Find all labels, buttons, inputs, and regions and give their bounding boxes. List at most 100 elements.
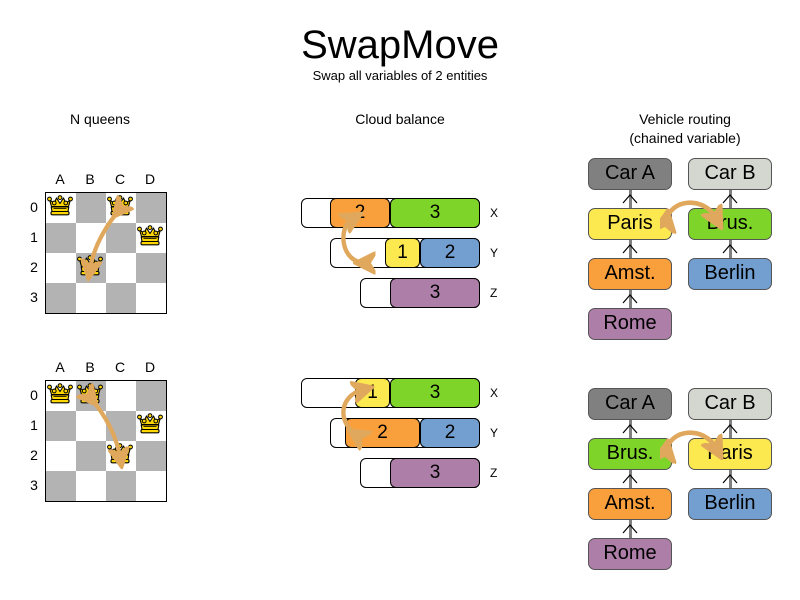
queen-B0[interactable] xyxy=(75,380,105,410)
file-label-C: C xyxy=(114,171,126,187)
vrp-chain-link xyxy=(628,190,632,208)
board-cell-B2[interactable] xyxy=(76,441,106,471)
rank-label-3: 3 xyxy=(30,289,38,305)
board-cell-A3[interactable] xyxy=(46,283,76,313)
process-segment-Z-0[interactable]: 3 xyxy=(390,278,480,308)
vrp-node-paris-right-after[interactable]: Paris xyxy=(688,438,772,470)
vrp-chain-link xyxy=(728,470,732,488)
board-cell-B3[interactable] xyxy=(76,283,106,313)
cloud-row-Z-after[interactable]: 3 xyxy=(360,458,480,488)
board-cell-D3[interactable] xyxy=(136,471,166,501)
queen-C0[interactable] xyxy=(105,192,135,222)
process-segment-Z-0[interactable]: 3 xyxy=(390,458,480,488)
vrp-chain-arrowhead xyxy=(722,191,738,204)
computer-label-Y: Y xyxy=(490,246,499,260)
process-segment-Y-1[interactable]: 2 xyxy=(420,418,480,448)
board-cell-D0[interactable] xyxy=(136,381,166,411)
computer-label-X: X xyxy=(490,386,499,400)
vrp-node-carb-right-before[interactable]: Car B xyxy=(688,158,772,190)
process-segment-Y-0[interactable]: 1 xyxy=(385,238,420,268)
board-cell-A3[interactable] xyxy=(46,471,76,501)
board-cell-A2[interactable] xyxy=(46,253,76,283)
queen-B2[interactable] xyxy=(75,252,105,282)
vrp-chain-link xyxy=(628,470,632,488)
queen-D1[interactable] xyxy=(135,410,165,440)
process-segment-X-0[interactable]: 1 xyxy=(355,378,390,408)
vrp-node-brus-left-after[interactable]: Brus. xyxy=(588,438,672,470)
process-segment-X-1[interactable]: 3 xyxy=(390,378,480,408)
vrp-node-amst-left-before[interactable]: Amst. xyxy=(588,258,672,290)
vrp-chain-arrowhead xyxy=(622,521,638,534)
vrp-chain-link xyxy=(628,240,632,258)
queen-A0[interactable] xyxy=(45,380,75,410)
process-segment-X-0[interactable]: 2 xyxy=(330,198,390,228)
vrp-chain-link xyxy=(728,240,732,258)
board-cell-B3[interactable] xyxy=(76,471,106,501)
vrp-chain-link xyxy=(628,420,632,438)
vrp-node-rome-left-before[interactable]: Rome xyxy=(588,308,672,340)
rank-label-0: 0 xyxy=(30,199,38,215)
board-cell-B0[interactable] xyxy=(76,193,106,223)
queen-A0[interactable] xyxy=(45,192,75,222)
board-cell-A1[interactable] xyxy=(46,223,76,253)
vrp-chain-link xyxy=(628,520,632,538)
vrp-node-rome-left-after[interactable]: Rome xyxy=(588,538,672,570)
board-cell-C1[interactable] xyxy=(106,223,136,253)
board-cell-C2[interactable] xyxy=(106,253,136,283)
vrp-node-carb-right-after[interactable]: Car B xyxy=(688,388,772,420)
rank-label-2: 2 xyxy=(30,447,38,463)
board-cell-B1[interactable] xyxy=(76,223,106,253)
process-segment-X-1[interactable]: 3 xyxy=(390,198,480,228)
board-cell-B1[interactable] xyxy=(76,411,106,441)
page-title: SwapMove xyxy=(301,23,499,67)
computer-label-X: X xyxy=(490,206,499,220)
vrp-heading-line2: (chained variable) xyxy=(629,130,741,146)
section-heading-vehicle-routing: Vehicle routing (chained variable) xyxy=(590,110,780,148)
section-heading-cloud-balance: Cloud balance xyxy=(355,111,445,127)
board-cell-A1[interactable] xyxy=(46,411,76,441)
vrp-node-berlin-right-before[interactable]: Berlin xyxy=(688,258,772,290)
vrp-chain-arrowhead xyxy=(622,421,638,434)
vrp-chain-arrowhead xyxy=(722,471,738,484)
vrp-node-brus-right-before[interactable]: Brus. xyxy=(688,208,772,240)
vrp-chain-link xyxy=(728,420,732,438)
board-cell-D2[interactable] xyxy=(136,253,166,283)
board-cell-C3[interactable] xyxy=(106,471,136,501)
board-cell-C1[interactable] xyxy=(106,411,136,441)
file-label-A: A xyxy=(55,171,65,187)
rank-label-2: 2 xyxy=(30,259,38,275)
board-cell-D2[interactable] xyxy=(136,441,166,471)
queen-C2[interactable] xyxy=(105,440,135,470)
vrp-chain-arrowhead xyxy=(622,291,638,304)
vrp-chain-arrowhead xyxy=(622,471,638,484)
process-segment-Y-0[interactable]: 2 xyxy=(345,418,420,448)
vrp-node-berlin-right-after[interactable]: Berlin xyxy=(688,488,772,520)
vrp-chain-arrowhead xyxy=(722,241,738,254)
rank-label-1: 1 xyxy=(30,417,38,433)
board-cell-C0[interactable] xyxy=(106,381,136,411)
board-cell-D3[interactable] xyxy=(136,283,166,313)
vrp-node-cara-left-after[interactable]: Car A xyxy=(588,388,672,420)
rank-label-1: 1 xyxy=(30,229,38,245)
file-label-A: A xyxy=(55,359,65,375)
rank-label-3: 3 xyxy=(30,477,38,493)
file-label-D: D xyxy=(144,171,156,187)
vrp-node-paris-left-before[interactable]: Paris xyxy=(588,208,672,240)
vrp-chain-arrowhead xyxy=(622,241,638,254)
vrp-node-amst-left-after[interactable]: Amst. xyxy=(588,488,672,520)
board-cell-C3[interactable] xyxy=(106,283,136,313)
process-segment-Y-1[interactable]: 2 xyxy=(420,238,480,268)
board-cell-D0[interactable] xyxy=(136,193,166,223)
computer-label-Z: Z xyxy=(490,466,498,480)
file-label-D: D xyxy=(144,359,156,375)
cloud-row-Z-before[interactable]: 3 xyxy=(360,278,480,308)
queen-D1[interactable] xyxy=(135,222,165,252)
board-cell-A2[interactable] xyxy=(46,441,76,471)
vrp-node-cara-left-before[interactable]: Car A xyxy=(588,158,672,190)
file-label-B: B xyxy=(85,171,95,187)
